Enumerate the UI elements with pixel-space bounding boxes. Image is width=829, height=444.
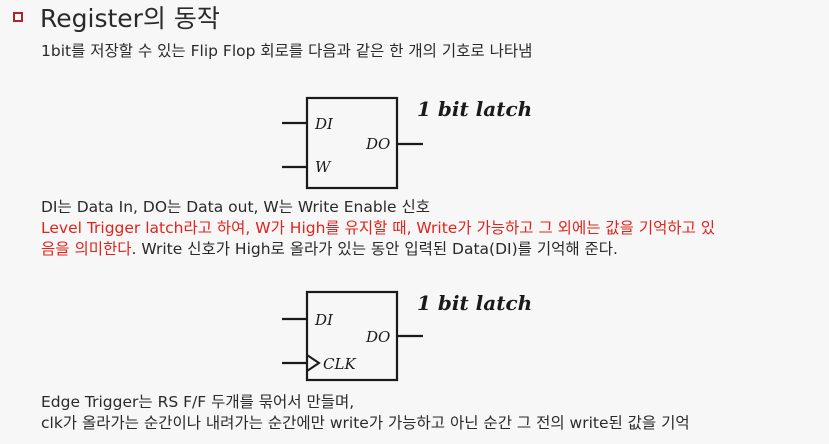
do-label-2: DO	[365, 328, 390, 346]
edge-latch-diagram: DI CLK DO 1 bit latch	[282, 290, 532, 382]
latch-caption: 1 bit latch	[417, 97, 532, 121]
slide-title: Register의 동작	[40, 4, 220, 33]
subtitle: 1bit를 저장할 수 있는 Flip Flop 회로를 다음과 같은 한 개의…	[41, 42, 533, 60]
para2-line2: clk가 올라가는 순간이나 내려가는 순간에만 write가 가능하고 아닌 …	[41, 414, 690, 432]
do-label: DO	[365, 135, 390, 153]
latch-diagram: DI W DO 1 bit latch	[282, 96, 532, 190]
para1-line3-red: 음을 의미한다	[41, 240, 132, 258]
w-label: W	[315, 158, 332, 176]
para1-line1: DI는 Data In, DO는 Data out, W는 Write Enab…	[41, 198, 430, 216]
clk-label: CLK	[323, 355, 356, 373]
para1-line2: Level Trigger latch라고 하여, W가 High를 유지할 때…	[41, 219, 716, 237]
di-label: DI	[314, 115, 334, 133]
edge-latch-caption: 1 bit latch	[417, 291, 532, 315]
para1-line3: 음을 의미한다. Write 신호가 High로 올라가 있는 동안 입력된 D…	[41, 238, 618, 260]
di-label-2: DI	[314, 311, 334, 329]
clock-triangle-icon	[306, 354, 321, 372]
bullet-icon	[13, 12, 23, 22]
para1-line3-rest: . Write 신호가 High로 올라가 있는 동안 입력된 Data(DI)…	[131, 240, 618, 258]
para2-line1: Edge Trigger는 RS F/F 두개를 묶어서 만들며,	[41, 393, 355, 411]
